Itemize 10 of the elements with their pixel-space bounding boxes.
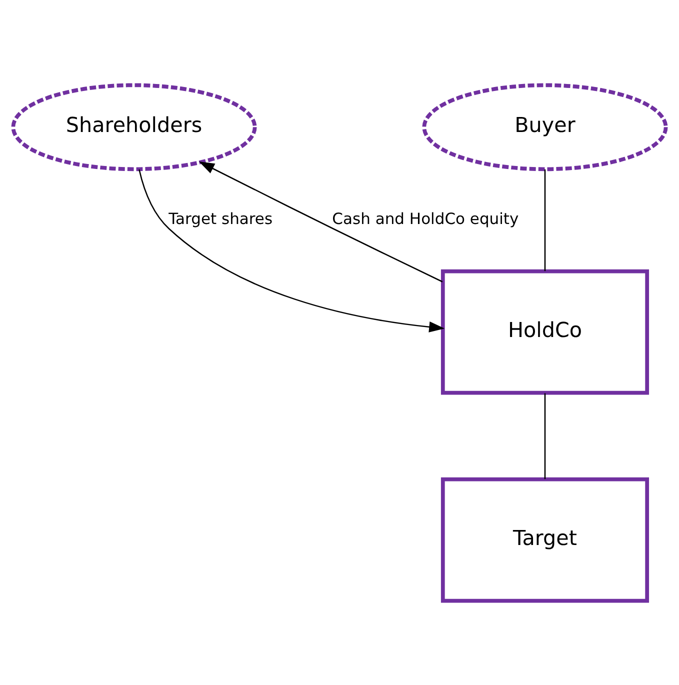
node-ellipse: Shareholders: [11, 82, 257, 171]
arrow: [138, 168, 445, 332]
connector: [544, 392, 546, 479]
edge-label: Target shares: [168, 210, 273, 228]
connector: [544, 168, 546, 271]
arrow: [198, 160, 443, 282]
node-box: Target: [440, 476, 650, 602]
node-box: HoldCo: [440, 268, 650, 394]
edge-label: Cash and HoldCo equity: [332, 210, 519, 228]
node-ellipse: Buyer: [422, 82, 668, 171]
